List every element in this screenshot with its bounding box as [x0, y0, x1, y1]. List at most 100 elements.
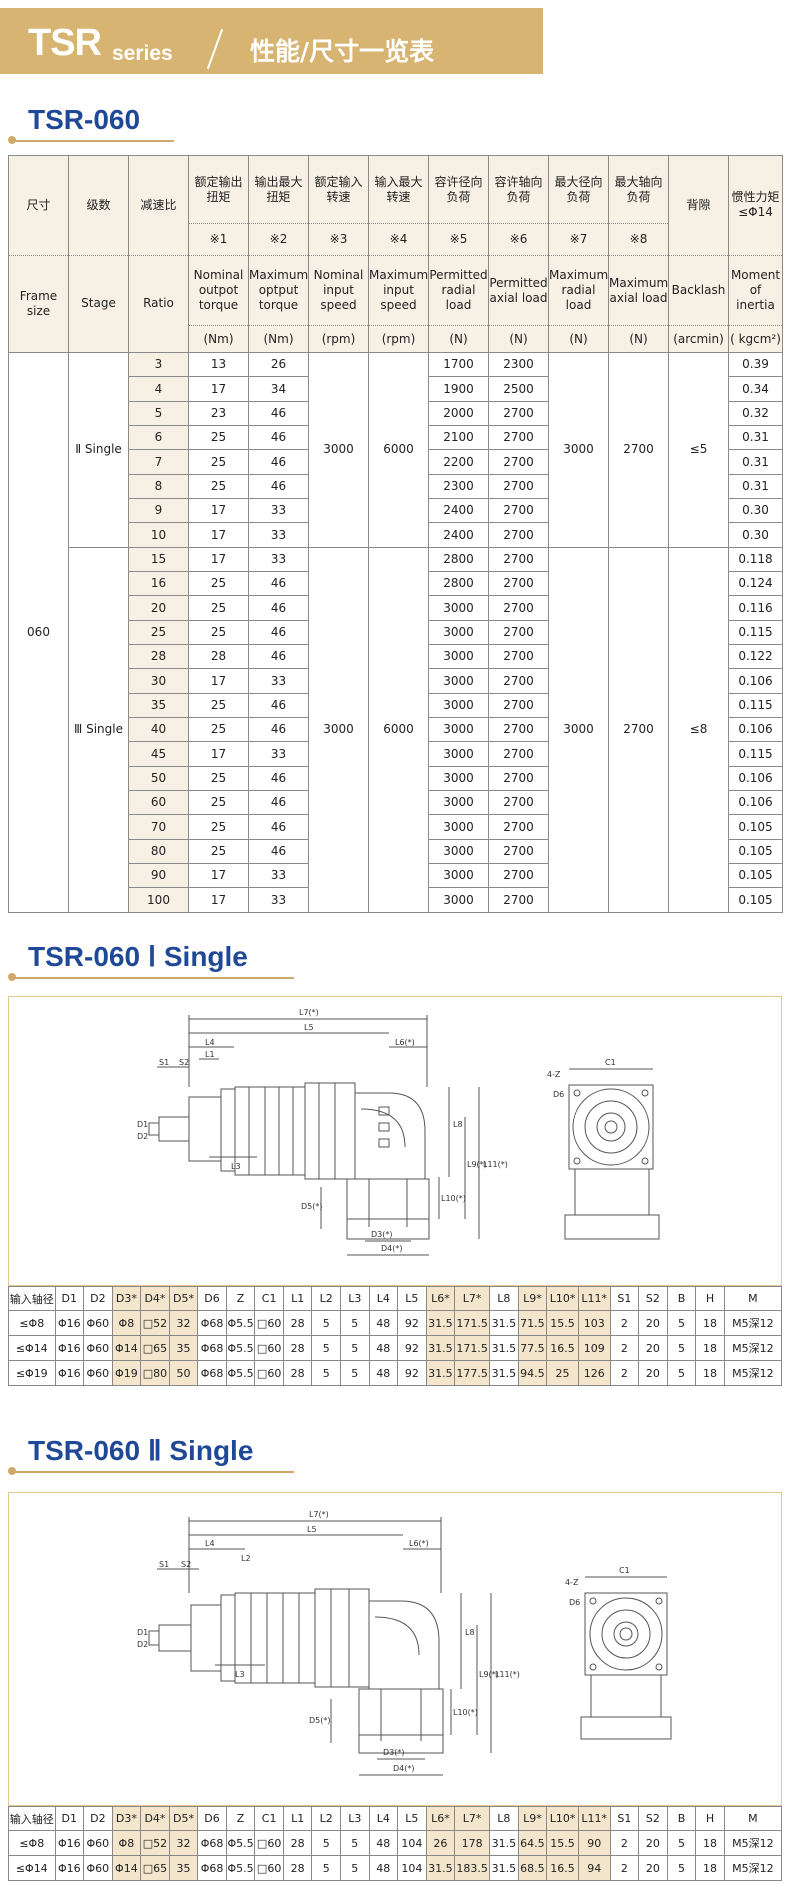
header-cell: Maximum radial load: [548, 254, 609, 327]
inertia-cell: 0.115: [728, 619, 783, 646]
max-axial-cell: 2700: [608, 352, 669, 548]
title-dot: [8, 973, 16, 981]
radial-load-cell: 2100: [428, 425, 489, 451]
backlash-cell: ≤8: [668, 546, 729, 914]
table-cell: Φ5.5: [225, 1360, 256, 1386]
max-torque-cell: 33: [248, 863, 309, 889]
header-cell: H: [695, 1286, 725, 1311]
table-cell: 2: [609, 1360, 640, 1386]
table-cell: Φ68: [197, 1830, 227, 1856]
header-row-zh: 尺寸级数减速比额定输出扭矩输出最大扭矩额定输入转速输入最大转速容许径向负荷容许轴…: [8, 154, 783, 256]
inertia-cell: 0.31: [728, 425, 783, 451]
max-torque-cell: 46: [248, 644, 309, 670]
table-cell: ≤Φ8: [8, 1830, 56, 1856]
table-cell: 109: [577, 1335, 611, 1361]
header-cell: 尺寸: [8, 155, 69, 256]
table-cell: 31.5: [425, 1335, 456, 1361]
radial-load-cell: 3000: [428, 741, 489, 767]
label-d3: D3(*): [383, 1748, 405, 1757]
title-dot: [8, 1467, 16, 1475]
frame-size-cell: 060: [8, 352, 69, 913]
label-s2: S2: [181, 1560, 191, 1569]
table-cell: 48: [368, 1855, 399, 1881]
table-cell: M5深12: [723, 1360, 783, 1386]
max-torque-cell: 46: [248, 838, 309, 865]
table-cell: Φ5.5: [225, 1335, 256, 1361]
table-cell: 5: [666, 1335, 697, 1361]
label-d4: D4(*): [393, 1764, 415, 1773]
axial-load-cell: 2500: [488, 376, 549, 402]
label-s1: S1: [159, 1560, 169, 1569]
inertia-cell: 0.39: [728, 352, 783, 378]
header-cell: Z: [225, 1806, 256, 1831]
header-cell: 容许轴向负荷: [488, 154, 549, 225]
table-cell: 92: [397, 1335, 427, 1361]
table-cell: 2: [609, 1310, 640, 1336]
header-cell: (N): [548, 325, 609, 354]
table-cell: Φ60: [83, 1335, 113, 1361]
header-cell: C1: [254, 1286, 284, 1311]
header-cell: S1: [609, 1286, 640, 1311]
table-cell: 104: [397, 1830, 427, 1856]
max-torque-cell: 33: [248, 522, 309, 548]
max-torque-cell: 33: [248, 741, 309, 767]
label-l9: L9(*): [467, 1160, 487, 1169]
header-cell: (arcmin): [668, 325, 729, 354]
max-torque-cell: 46: [248, 790, 309, 816]
table-cell: □60: [254, 1855, 284, 1881]
nominal-torque-cell: 17: [188, 863, 249, 889]
table-cell: 18: [695, 1855, 725, 1881]
table-cell: Φ68: [197, 1855, 227, 1881]
table-cell: 126: [577, 1360, 611, 1386]
table-cell: Φ16: [54, 1310, 85, 1336]
header-cell: L9*: [517, 1286, 548, 1311]
radial-load-cell: 3000: [428, 644, 489, 670]
table-cell: Φ19: [111, 1360, 142, 1386]
table-cell: 48: [368, 1335, 399, 1361]
radial-load-cell: 2800: [428, 546, 489, 573]
title-underline: [14, 1471, 294, 1473]
table-cell: Φ16: [54, 1830, 85, 1856]
header-cell: M: [723, 1806, 783, 1831]
label-l4: L4: [205, 1539, 215, 1548]
max-torque-cell: 46: [248, 692, 309, 719]
table-cell: 171.5: [454, 1335, 491, 1361]
label-d2: D2: [137, 1640, 148, 1649]
table-cell: 48: [368, 1310, 399, 1336]
table-cell: 90: [577, 1830, 611, 1856]
nominal-torque-cell: 17: [188, 741, 249, 767]
table-cell: 103: [577, 1310, 611, 1336]
header-cell: L7*: [454, 1806, 491, 1831]
header-cell: D4*: [140, 1286, 170, 1311]
nominal-torque-cell: 23: [188, 400, 249, 427]
header-cell: L6*: [425, 1286, 456, 1311]
table-cell: Φ14: [111, 1335, 142, 1361]
table-cell: Φ14: [111, 1855, 142, 1881]
header-cell: L4: [368, 1806, 399, 1831]
title-dot: [8, 136, 16, 144]
header-cell: 背隙: [668, 155, 729, 256]
radial-load-cell: 2400: [428, 522, 489, 548]
ratio-cell: 20: [128, 595, 189, 621]
table-cell: 50: [168, 1360, 199, 1386]
table-cell: Φ16: [54, 1360, 85, 1386]
nominal-torque-cell: 25: [188, 692, 249, 719]
table-cell: 5: [666, 1830, 697, 1856]
header-cell: (rpm): [368, 325, 429, 354]
dimension-drawing-2: L7(*) L5 L4 L6(*) L2 S1 S2 L3 L8 L9(*) L…: [8, 1492, 782, 1806]
table-cell: 183.5: [454, 1855, 491, 1881]
label-z: 4-Z: [547, 1070, 561, 1079]
dimension-drawing-1: L7(*) L5 L4 L6(*) L1 S1 S2 L3 L8 L9(*) L…: [8, 996, 782, 1286]
ratio-cell: 6: [128, 425, 189, 451]
axial-load-cell: 2700: [488, 838, 549, 865]
table-cell: □80: [140, 1360, 170, 1386]
table-cell: Φ68: [197, 1335, 227, 1361]
label-d1: D1: [137, 1628, 148, 1637]
backlash-cell: ≤5: [668, 352, 729, 548]
table-cell: 35: [168, 1335, 199, 1361]
table-cell: 5: [311, 1310, 341, 1336]
